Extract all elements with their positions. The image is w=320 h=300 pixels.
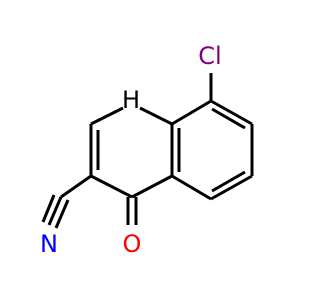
carbonyl-oxygen-label: O xyxy=(123,230,142,258)
molecule-drawing: Cl H N N O xyxy=(40,42,254,258)
nh-hydrogen-label: H xyxy=(122,86,140,114)
bond-c8-c7 xyxy=(210,99,253,126)
bond-c5-c4a xyxy=(171,174,212,201)
bond-c4-c4a xyxy=(131,174,173,199)
chlorine-label: Cl xyxy=(198,42,221,70)
nitrile-nitrogen-label: N xyxy=(40,230,58,258)
bond-n1-c2 xyxy=(90,106,124,126)
bond-c8a-n1 xyxy=(139,106,173,126)
bond-c3-cn xyxy=(60,174,92,199)
bond-c6-c5-inner xyxy=(211,170,246,193)
bond-cn-triple-1 xyxy=(47,196,63,226)
structure-canvas: Cl H N N O xyxy=(40,42,254,258)
bond-cn-triple-3 xyxy=(54,199,70,229)
bond-c6-c5 xyxy=(210,174,253,201)
bond-c3-c4 xyxy=(90,174,133,199)
bond-cn-triple-2 xyxy=(41,194,56,223)
bond-c8-c7-inner xyxy=(211,107,246,130)
bond-c8a-c8 xyxy=(171,99,212,126)
